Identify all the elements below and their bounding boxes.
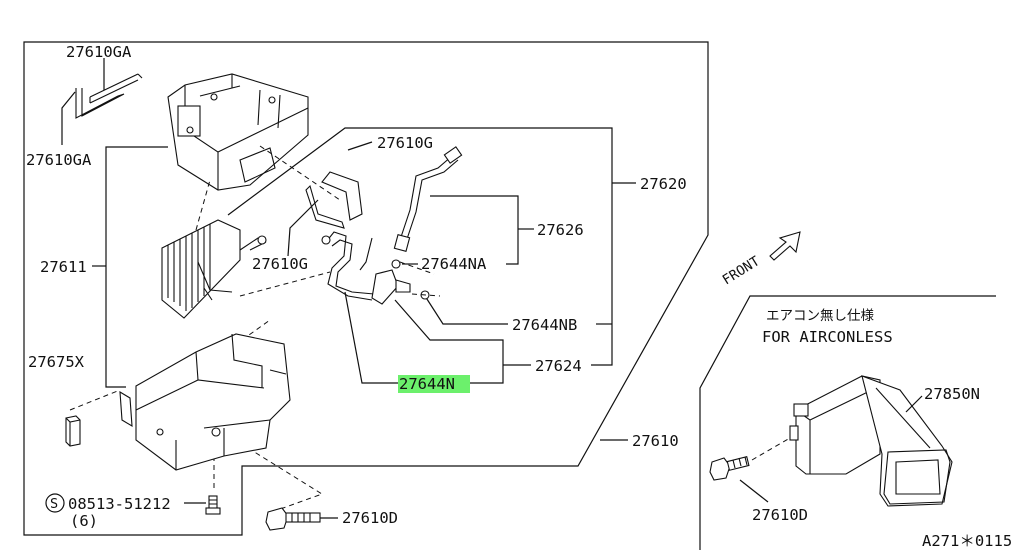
label-27644N[interactable]: 27644N — [399, 375, 455, 393]
bolt-27610D-inset — [709, 456, 750, 481]
bracket-27620 — [227, 127, 613, 366]
label-27610GA-left[interactable]: 27610GA — [26, 151, 92, 169]
screw-08513 — [205, 495, 221, 515]
assembly-outline — [23, 41, 709, 536]
front-label: FRONT — [720, 253, 763, 288]
assembly-dashes — [69, 145, 441, 513]
leader-27610G-mid — [287, 199, 319, 257]
label-27610G-mid[interactable]: 27610G — [252, 255, 308, 273]
label-27611[interactable]: 27611 — [40, 258, 87, 276]
drain-hoses-27610G — [305, 171, 363, 229]
inset-title-jp: エアコン無し仕様 — [766, 308, 874, 324]
inset-title-en: FOR AIRCONLESS — [762, 328, 893, 346]
inset-outline — [699, 295, 996, 550]
duct-27850N — [789, 375, 953, 507]
leader-27850N — [905, 395, 923, 413]
evaporator-core-drawing — [161, 219, 267, 319]
label-27610GA-top[interactable]: 27610GA — [66, 43, 132, 61]
label-08513-qty: (6) — [70, 512, 98, 530]
label-27850N[interactable]: 27850N — [924, 385, 980, 403]
label-27610[interactable]: 27610 — [632, 432, 679, 450]
label-08513-number: 08513-51212 — [68, 495, 171, 513]
pipe-27626 — [393, 146, 463, 252]
label-27610D-main[interactable]: 27610D — [342, 509, 398, 527]
label-27610G-top[interactable]: 27610G — [377, 134, 433, 152]
lower-case-drawing — [119, 333, 291, 471]
bracket-27624 — [394, 299, 504, 384]
front-arrow-icon — [769, 231, 801, 261]
leader-27610GA-left — [61, 91, 76, 145]
highlight-27644N — [398, 375, 470, 393]
label-08513-51212[interactable]: S 08513-51212 (6) — [45, 493, 171, 530]
leader-27644NB — [424, 295, 508, 325]
bracket-27626 — [430, 195, 519, 265]
bracket-27611 — [105, 146, 168, 388]
o-ring-27644NA — [391, 259, 401, 269]
label-27644NA[interactable]: 27644NA — [421, 255, 487, 273]
bolt-27610D-main — [265, 507, 321, 531]
label-27620[interactable]: 27620 — [640, 175, 687, 193]
s-symbol-icon — [45, 493, 65, 513]
leader-27644N — [344, 291, 398, 384]
label-27675X[interactable]: 27675X — [28, 353, 85, 371]
label-27610D-inset[interactable]: 27610D — [752, 506, 808, 524]
label-27644NB[interactable]: 27644NB — [512, 316, 577, 334]
front-indicator: FRONT — [720, 231, 801, 288]
upper-case-drawing — [167, 73, 309, 191]
leader-27610G-top — [347, 141, 373, 151]
label-27626[interactable]: 27626 — [537, 221, 584, 239]
seal-strip-27610GA — [75, 73, 143, 119]
diagram-code: A271＊0115 — [922, 532, 1012, 550]
inset-dashes — [751, 437, 791, 461]
label-27624[interactable]: 27624 — [535, 357, 582, 375]
s-symbol-letter: S — [50, 496, 58, 512]
grommet-27675X — [65, 415, 81, 447]
pipe-27624 — [321, 231, 411, 305]
leader-27610D-inset — [739, 479, 769, 503]
